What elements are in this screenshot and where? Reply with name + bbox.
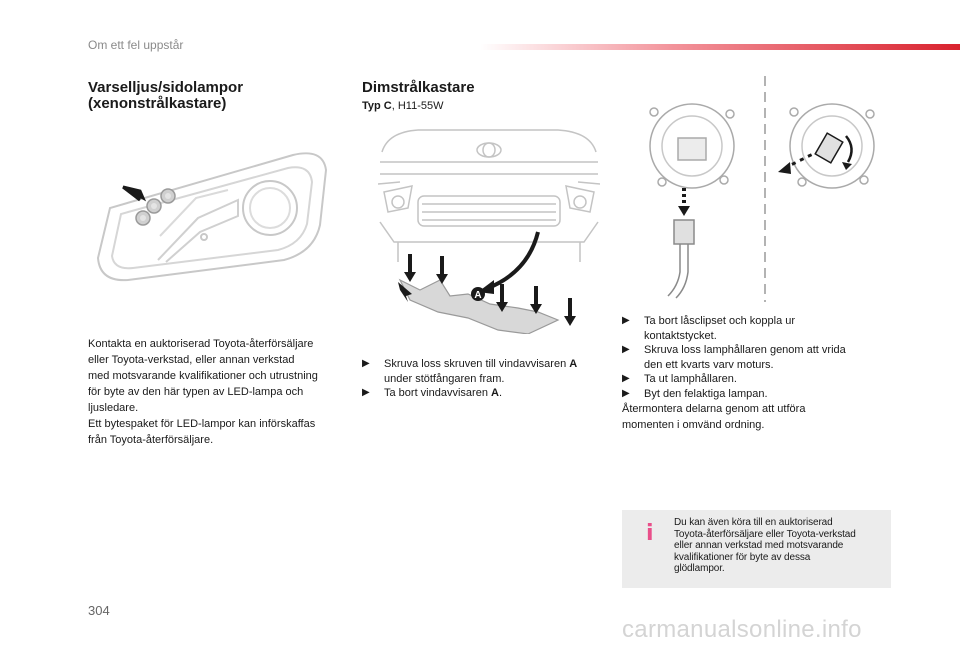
list-item: ▶ Skruva loss skruven till vindavvisaren…	[362, 357, 602, 386]
bullet-arrow-icon: ▶	[622, 373, 630, 384]
bullet-arrow-icon: ▶	[622, 387, 630, 399]
bullet-bold: A	[569, 358, 578, 370]
bullet-text-line2: kontaktstycket.	[644, 329, 717, 342]
bullet-text-line2: under stötfångaren fram.	[384, 372, 505, 385]
middle-heading: Dimstrålkastare	[362, 79, 475, 96]
bullet-text: Skruva loss lamphållaren genom att vrida	[644, 344, 846, 356]
diagram-label-a: A	[474, 290, 481, 301]
left-paragraph-line: med motsvarande kvalifikationer och utru…	[88, 370, 318, 382]
info-text: Du kan även köra till en auktoriserad To…	[674, 517, 886, 575]
bumper-illustration: A	[378, 129, 600, 334]
info-box	[622, 510, 891, 588]
left-paragraph-line: från Toyota-återförsäljare.	[88, 434, 214, 446]
section-header: Om ett fel uppstår	[88, 38, 184, 52]
closing-line: momenten i omvänd ordning.	[622, 419, 765, 431]
bullet-bold: A	[491, 387, 499, 399]
list-item: ▶ Ta ut lamphållaren.	[622, 372, 892, 387]
bullet-text: Ta ut lamphållaren.	[644, 373, 737, 385]
left-paragraph-line: för byte av den här typen av LED-lampa o…	[88, 386, 304, 398]
bullet-text: Ta bort låsclipset och koppla ur	[644, 315, 796, 327]
closing-instruction: Återmontera delarna genom att utföra mom…	[622, 401, 892, 433]
info-line: kvalifikationer för byte av dessa	[674, 551, 811, 563]
bullet-text: Ta bort vindavvisaren	[384, 387, 491, 399]
list-item: ▶ Ta bort vindavvisaren A.	[362, 386, 602, 401]
closing-line: Återmontera delarna genom att utföra	[622, 403, 806, 415]
bullet-arrow-icon: ▶	[622, 344, 630, 355]
page-number: 304	[88, 603, 110, 618]
left-paragraph: Kontakta en auktoriserad Toyota-återförs…	[88, 336, 343, 448]
bulb-type-label: Typ C	[362, 100, 392, 112]
left-paragraph-line: Kontakta en auktoriserad Toyota-återförs…	[88, 338, 314, 350]
info-line: eller annan verkstad med motsvarande	[674, 540, 844, 551]
left-heading-line1: Varselljus/sidolampor	[88, 79, 244, 96]
left-paragraph-line: Ett bytespaket för LED-lampor kan införs…	[88, 418, 316, 430]
headlamp-illustration	[96, 152, 328, 282]
middle-bullet-list: ▶ Skruva loss skruven till vindavvisaren…	[362, 357, 602, 401]
bullet-rest: .	[498, 387, 503, 399]
left-paragraph-line: eller Toyota-verkstad, eller annan verks…	[88, 354, 295, 366]
left-heading: Varselljus/sidolampor (xenonstrålkastare…	[88, 80, 318, 112]
watermark: carmanualsonline.info	[622, 616, 862, 643]
info-line: Du kan även köra till en auktoriserad	[674, 517, 833, 528]
bulb-type-value: , H11-55W	[391, 100, 444, 112]
header-accent-bar	[480, 44, 960, 50]
list-item: ▶ Byt den felaktiga lampan.	[622, 387, 892, 402]
left-paragraph-line: ljusledare.	[88, 402, 139, 414]
list-item: ▶ Skruva loss lamphållaren genom att vri…	[622, 343, 892, 372]
bullet-arrow-icon: ▶	[362, 358, 370, 369]
bullet-text: Byt den felaktiga lampan.	[644, 387, 768, 400]
bulb-type-line: Typ C, H11-55W	[362, 100, 444, 112]
bullet-text: Skruva loss skruven till vindavvisaren	[384, 358, 570, 370]
info-line: Toyota-återförsäljare eller Toyota-verks…	[674, 528, 856, 540]
info-line: glödlampor.	[674, 563, 725, 574]
bullet-arrow-icon: ▶	[622, 315, 630, 326]
info-icon: i	[646, 521, 654, 546]
foglamp-bulb-illustration	[649, 76, 875, 302]
list-item: ▶ Ta bort låsclipset och koppla ur konta…	[622, 314, 892, 343]
bullet-text-line2: den ett kvarts varv moturs.	[644, 358, 774, 371]
right-bullet-list: ▶ Ta bort låsclipset och koppla ur konta…	[622, 314, 892, 433]
left-heading-line2: (xenonstrålkastare)	[88, 95, 227, 112]
bullet-arrow-icon: ▶	[362, 387, 370, 398]
